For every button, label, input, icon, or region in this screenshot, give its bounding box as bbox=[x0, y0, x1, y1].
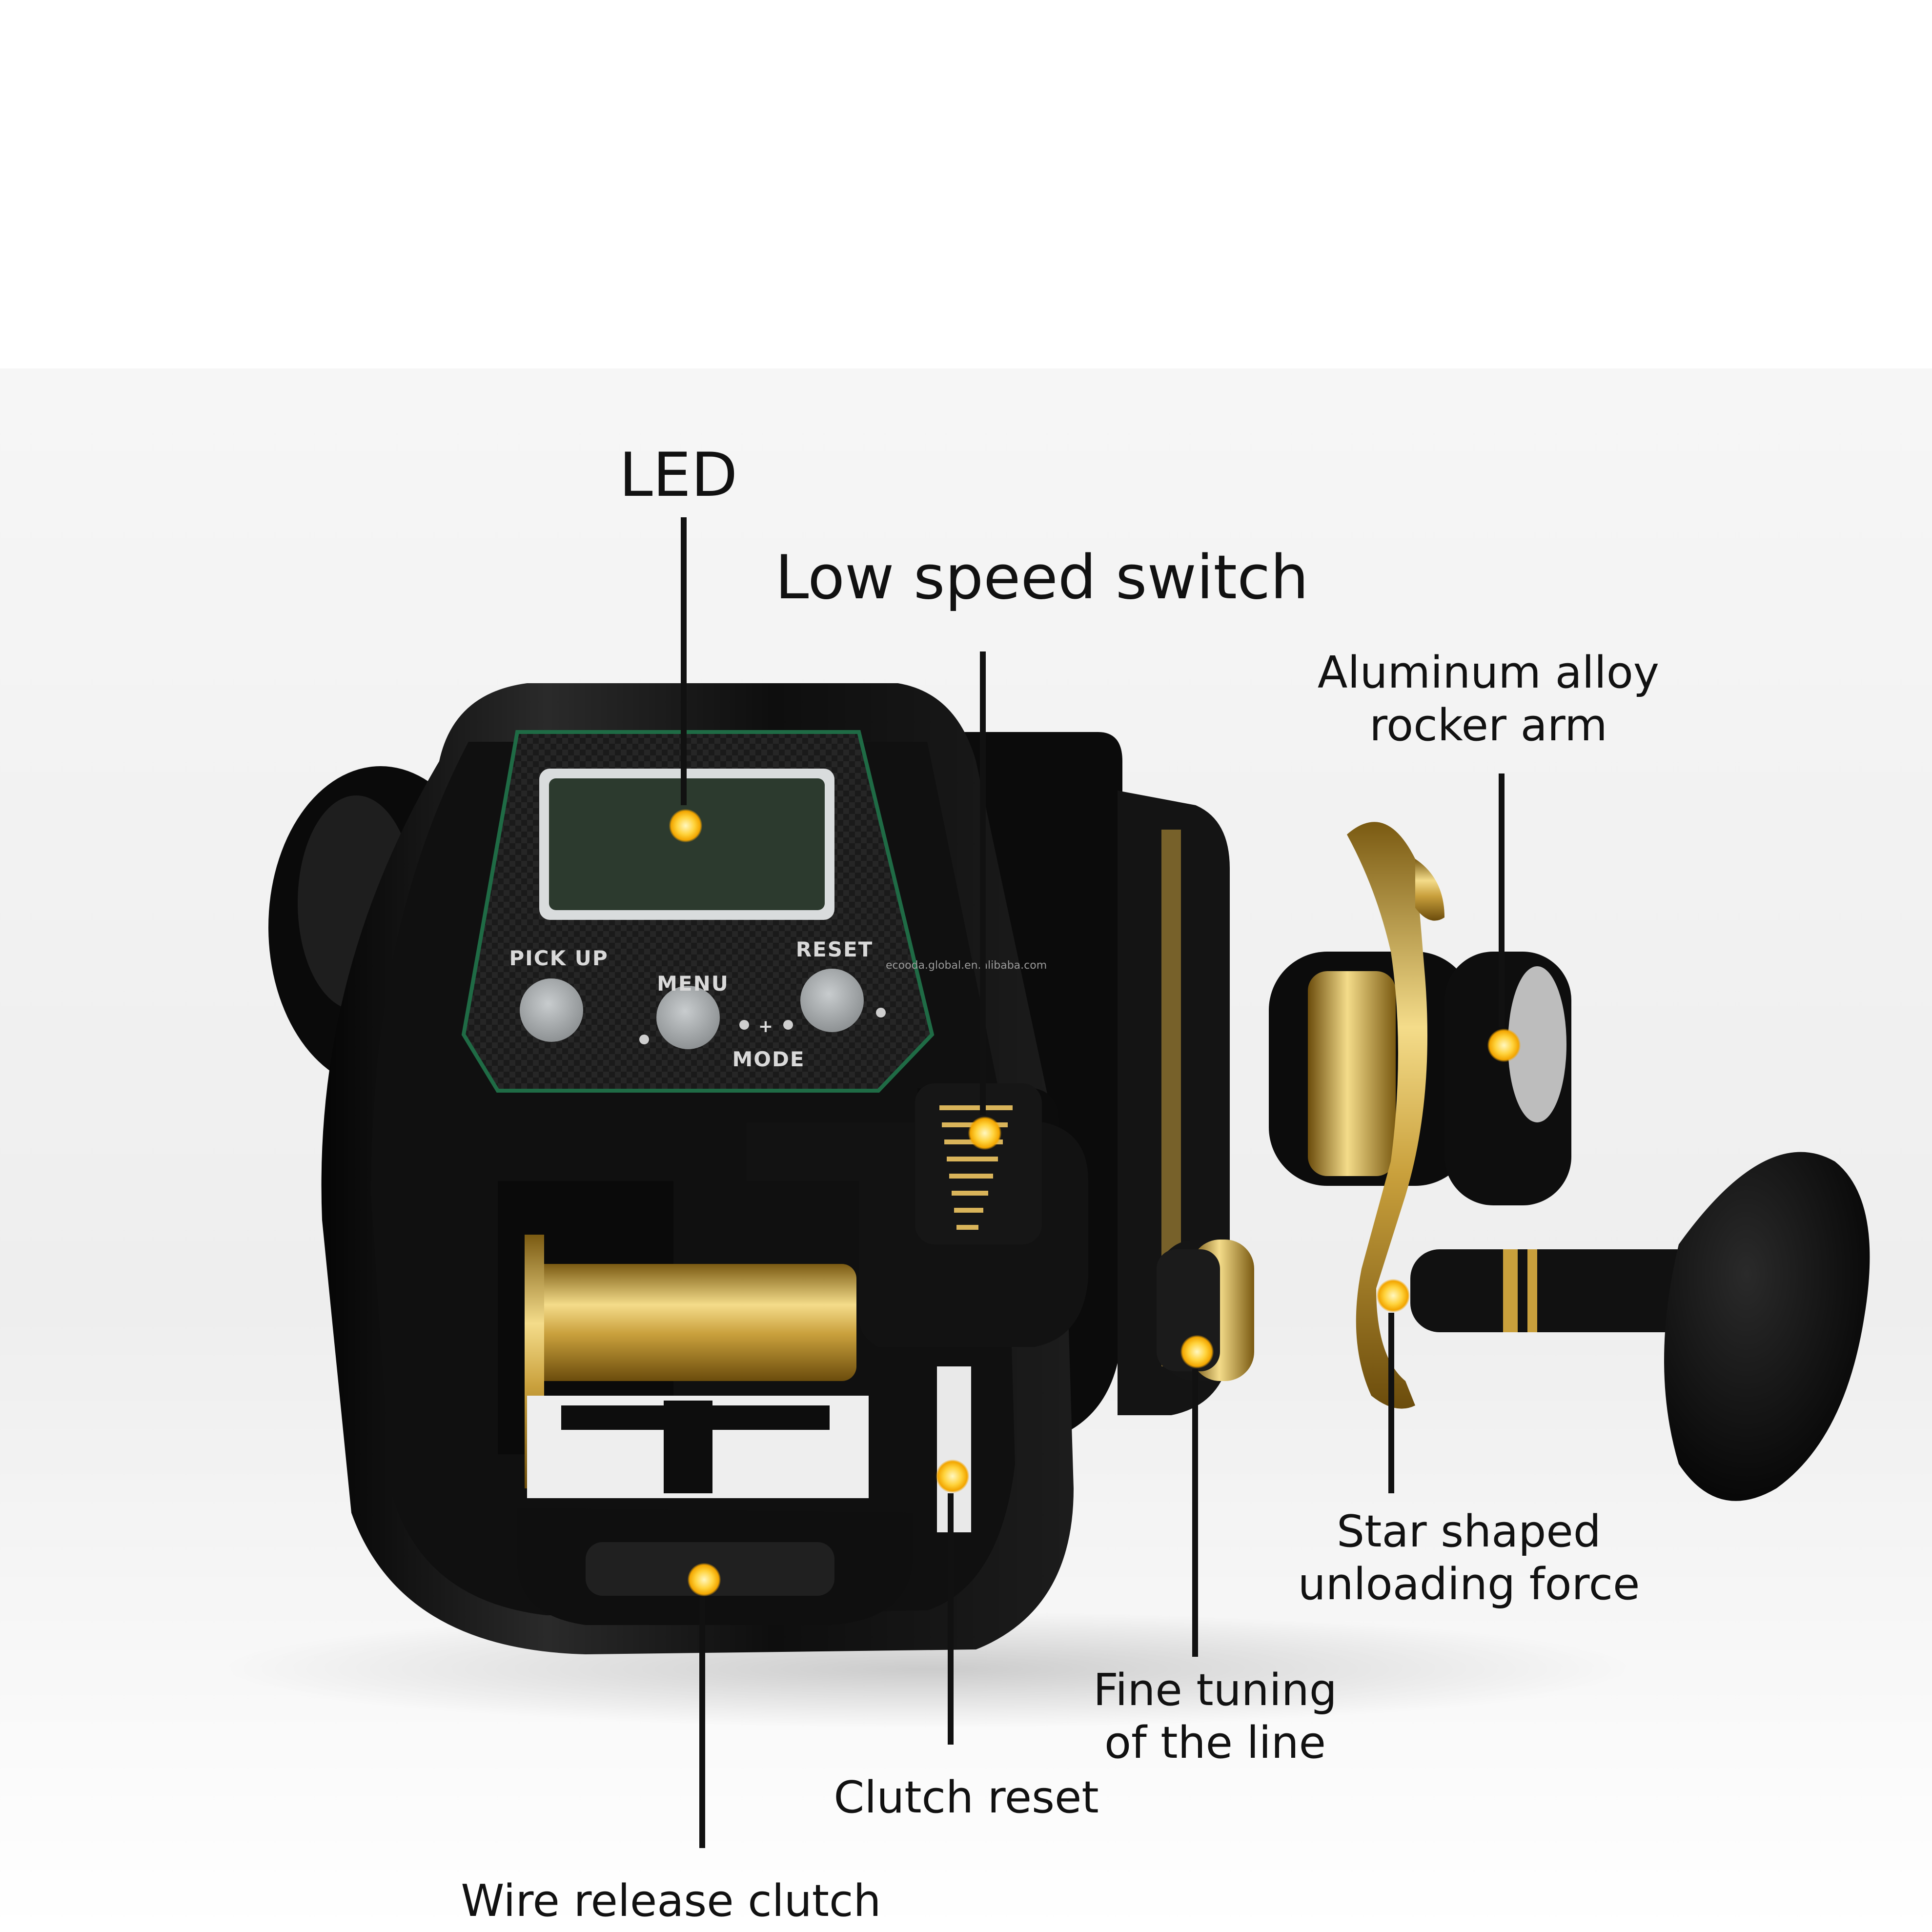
callout-rocker-arm-line2: rocker arm bbox=[1369, 700, 1607, 751]
panel-label-mode: MODE bbox=[732, 1047, 805, 1071]
callout-clutch-reset: Clutch reset bbox=[834, 1772, 1099, 1823]
panel-label-reset: RESET bbox=[796, 937, 874, 961]
marker-fine-tuning bbox=[1180, 1335, 1214, 1368]
callout-wire-release-clutch: Wire release clutch bbox=[461, 1875, 881, 1927]
callout-rocker-arm-line1: Aluminum alloy bbox=[1317, 647, 1660, 698]
leader-star-drag bbox=[1388, 1313, 1394, 1493]
callout-fine-tuning-line1: Fine tuning bbox=[1093, 1665, 1337, 1716]
callout-fine-tuning: Fine tuning of the line bbox=[1064, 1664, 1366, 1769]
leader-rocker-arm bbox=[1499, 773, 1505, 1027]
callout-rocker-arm: Aluminum alloy rocker arm bbox=[1298, 647, 1679, 752]
callout-low-speed-switch: Low speed switch bbox=[775, 543, 1309, 613]
leader-wire-release-clutch bbox=[699, 1597, 705, 1848]
leader-fine-tuning bbox=[1192, 1369, 1198, 1657]
marker-led bbox=[669, 809, 702, 842]
panel-label-menu: MENU bbox=[657, 972, 729, 996]
panel-label-pickup: PICK UP bbox=[509, 946, 608, 970]
callout-star-drag-line2: unloading force bbox=[1298, 1559, 1640, 1610]
callout-star-drag-line1: Star shaped bbox=[1337, 1506, 1601, 1557]
marker-star-drag bbox=[1377, 1279, 1410, 1312]
callout-fine-tuning-line2: of the line bbox=[1104, 1717, 1326, 1769]
marker-wire-release-clutch bbox=[688, 1563, 721, 1596]
leader-low-speed-switch bbox=[980, 651, 986, 1115]
callout-star-drag: Star shaped unloading force bbox=[1269, 1505, 1669, 1611]
leader-led bbox=[681, 517, 687, 805]
marker-low-speed-switch bbox=[968, 1117, 1001, 1150]
marker-rocker-arm bbox=[1487, 1029, 1521, 1062]
marker-clutch-reset bbox=[936, 1460, 969, 1493]
watermark: ecooda.global.en.alibaba.com bbox=[886, 959, 1047, 972]
callout-led: LED bbox=[619, 440, 738, 510]
panel-label-plus: + bbox=[758, 1017, 774, 1037]
leader-clutch-reset bbox=[948, 1493, 954, 1745]
